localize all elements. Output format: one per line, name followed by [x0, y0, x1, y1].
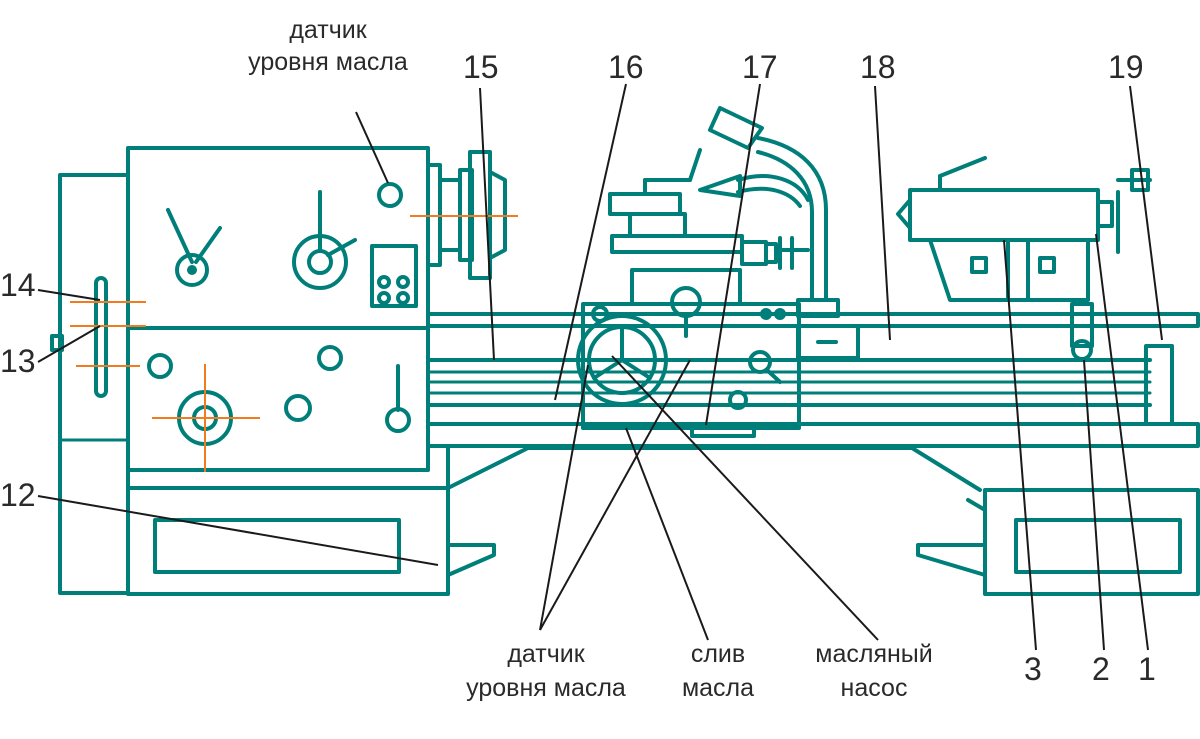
caption-oil-drain: слив масла — [682, 640, 754, 702]
label-16: 16 — [608, 49, 644, 85]
headstock-pedestal — [50, 173, 130, 595]
caption-line: масла — [682, 674, 754, 702]
label-18: 18 — [860, 49, 896, 85]
tailstock — [896, 156, 1152, 361]
label-1: 1 — [1138, 651, 1156, 687]
label-12: 12 — [0, 477, 36, 513]
apron — [576, 302, 801, 438]
number-labels: 15 16 17 18 19 14 13 12 3 2 1 — [0, 49, 1156, 687]
caption-line: слив — [691, 640, 745, 668]
label-14: 14 — [0, 267, 36, 303]
leader-lines — [37, 83, 1163, 651]
coolant-nozzle — [698, 106, 860, 360]
caption-line: масляный — [815, 640, 932, 668]
caption-oil-level-sensor-top: датчик уровня масла — [248, 16, 408, 76]
carriage-and-toolpost — [608, 148, 810, 338]
label-17: 17 — [742, 49, 778, 85]
caption-line: насос — [841, 674, 908, 702]
caption-line: уровня масла — [466, 674, 626, 702]
caption-oil-level-sensor-bottom: датчик уровня масла — [466, 640, 626, 702]
headstock — [126, 146, 507, 472]
label-19: 19 — [1108, 49, 1144, 85]
base-left — [126, 486, 496, 596]
caption-line: уровня масла — [248, 48, 408, 76]
caption-line: датчик — [507, 640, 585, 668]
base-right — [916, 488, 1200, 596]
label-3: 3 — [1024, 651, 1042, 687]
label-2: 2 — [1092, 651, 1110, 687]
caption-oil-pump: масляный насос — [815, 640, 932, 702]
caption-line: датчик — [289, 16, 367, 44]
label-13: 13 — [0, 343, 36, 379]
center-axis-lines — [70, 215, 518, 472]
label-15: 15 — [463, 49, 499, 85]
